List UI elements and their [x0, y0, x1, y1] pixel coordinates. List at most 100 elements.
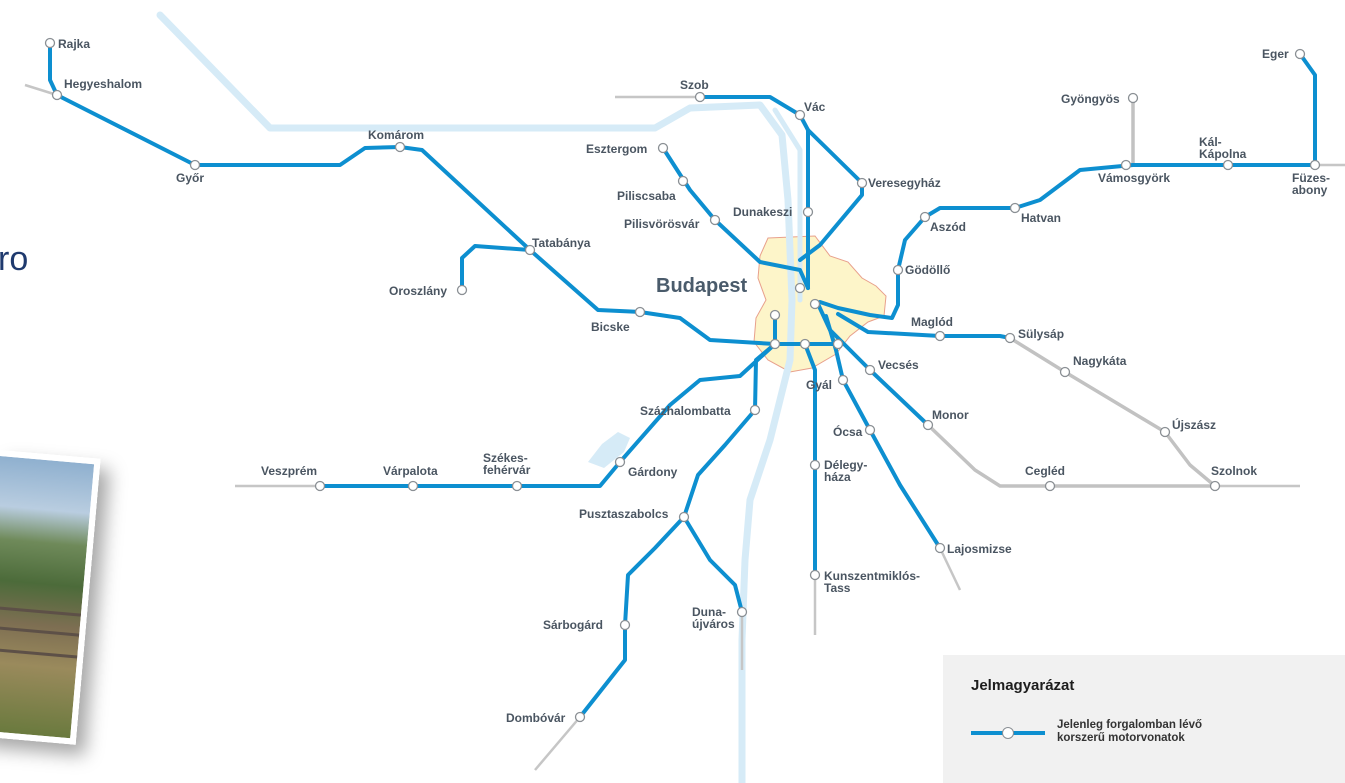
- station-stop-icon: [677, 175, 689, 187]
- station-stop-icon: [1044, 480, 1056, 492]
- station-label-hegyeshalom: Hegyeshalom: [64, 77, 142, 91]
- station-stop-icon: [709, 214, 721, 226]
- station-stop-icon: [456, 284, 468, 296]
- station-label-sarbogard: Sárbogárd: [543, 618, 603, 632]
- station-label-oroszlany: Oroszlány: [389, 284, 447, 298]
- station-stop-icon: [1009, 202, 1021, 214]
- station-label-bicske: Bicske: [591, 320, 630, 334]
- station-stop-icon: [407, 480, 419, 492]
- station-stop-icon: [314, 480, 326, 492]
- station-label-gyongyos: Gyöngyös: [1061, 92, 1120, 106]
- legend-title: Jelmagyarázat: [971, 677, 1075, 694]
- station-stop-icon: [794, 282, 806, 294]
- station-label-monor: Monor: [932, 408, 969, 422]
- station-stops: [44, 37, 1321, 723]
- station-label-tatabanya: Tatabánya: [532, 236, 591, 250]
- station-stop-icon: [934, 330, 946, 342]
- station-label-gyor: Győr: [176, 171, 204, 185]
- station-label-cegled: Cegléd: [1025, 464, 1065, 478]
- station-label-szob: Szob: [680, 78, 709, 92]
- lake-velence: [588, 432, 630, 468]
- station-label-eger: Eger: [1262, 47, 1289, 61]
- station-stop-icon: [1127, 92, 1139, 104]
- station-stop-icon: [1059, 366, 1071, 378]
- station-stop-icon: [44, 37, 56, 49]
- station-label-vecses: Vecsés: [878, 358, 919, 372]
- station-label-piliscsaba: Piliscsaba: [617, 189, 676, 203]
- station-stop-icon: [394, 141, 406, 153]
- city-label-budapest: Budapest: [656, 275, 747, 297]
- station-label-fuzesabony: Füzes-abony: [1292, 171, 1330, 197]
- station-label-vac: Vác: [804, 100, 826, 114]
- station-stop-icon: [1209, 480, 1221, 492]
- station-stop-icon: [922, 419, 934, 431]
- modern-lines: [48, 41, 1317, 719]
- station-stop-icon: [657, 142, 669, 154]
- station-label-lajosmizse: Lajosmizse: [947, 542, 1012, 556]
- station-label-hatvan: Hatvan: [1021, 211, 1061, 225]
- station-label-szolnok: Szolnok: [1211, 464, 1257, 478]
- station-label-pusztaszabolcs: Pusztaszabolcs: [579, 507, 669, 521]
- station-stop-icon: [864, 364, 876, 376]
- station-stop-icon: [736, 606, 748, 618]
- station-stop-icon: [856, 177, 868, 189]
- station-stop-icon: [524, 244, 536, 256]
- station-label-veszprem: Veszprém: [261, 464, 317, 478]
- river-danube: [156, 11, 803, 783]
- legend-item-text: Jelenleg forgalomban lévő korszerű motor…: [1057, 719, 1203, 744]
- legend-item-modern-trains: Jelenleg forgalomban lévő korszerű motor…: [971, 717, 1331, 757]
- station-stop-icon: [809, 298, 821, 310]
- station-stop-icon: [864, 424, 876, 436]
- station-label-dunaujvaros: Duna-újváros: [692, 605, 735, 631]
- station-stop-icon: [511, 480, 523, 492]
- station-label-aszod: Aszód: [930, 220, 966, 234]
- station-label-rajka: Rajka: [58, 37, 90, 51]
- station-label-gyal: Gyál: [806, 378, 832, 392]
- station-stop-icon: [892, 264, 904, 276]
- station-label-szekesfehervar: Székes-fehérvár: [483, 451, 531, 477]
- station-label-szazhalombatta: Százhalombatta: [640, 404, 731, 418]
- station-stop-icon: [799, 338, 811, 350]
- station-label-ujszasz: Újszász: [1172, 417, 1216, 432]
- station-stop-icon: [769, 338, 781, 350]
- station-stop-icon: [1120, 159, 1132, 171]
- station-stop-icon: [619, 619, 631, 631]
- station-stop-icon: [189, 159, 201, 171]
- station-stop-icon: [1222, 159, 1234, 171]
- station-stop-icon: [694, 91, 706, 103]
- station-stop-icon: [934, 542, 946, 554]
- legend-panel: Jelmagyarázat Jelenleg forgalomban lévő …: [943, 655, 1345, 783]
- station-label-godollo: Gödöllő: [905, 263, 950, 277]
- station-stop-icon: [51, 89, 63, 101]
- station-stop-icon: [1004, 332, 1016, 344]
- station-label-maglod: Maglód: [911, 315, 953, 329]
- station-label-dombovar: Dombóvár: [506, 711, 566, 725]
- station-label-komarom: Komárom: [368, 128, 424, 142]
- partial-heading-text: ro: [0, 240, 29, 278]
- station-label-kunszentmiklos: Kunszentmiklós-Tass: [824, 569, 920, 595]
- station-stop-icon: [749, 404, 761, 416]
- station-label-vamosgyork: Vámosgyörk: [1098, 171, 1170, 185]
- station-label-sulysap: Sülysáp: [1018, 327, 1064, 341]
- station-stop-icon: [1294, 48, 1306, 60]
- station-label-dunakeszi: Dunakeszi: [733, 205, 792, 219]
- station-stop-icon: [809, 459, 821, 471]
- station-label-delegyhaza: Délegy-háza: [824, 458, 867, 484]
- station-label-esztergom: Esztergom: [586, 142, 647, 156]
- station-stop-icon: [769, 309, 781, 321]
- station-stop-icon: [809, 569, 821, 581]
- station-stop-icon: [837, 374, 849, 386]
- station-labels: Rajka Hegyeshalom Győr Komárom Tatabánya…: [58, 37, 1330, 725]
- station-label-kal-kapolna: Kál-Kápolna: [1199, 135, 1247, 161]
- station-stop-icon: [678, 511, 690, 523]
- station-label-pilisvorosvar: Pilisvörösvár: [624, 217, 700, 231]
- station-label-varpalota: Várpalota: [383, 464, 438, 478]
- station-stop-icon: [794, 109, 806, 121]
- station-stop-icon: [634, 306, 646, 318]
- station-stop-icon: [919, 211, 931, 223]
- station-label-nagykata: Nagykáta: [1073, 354, 1127, 368]
- station-stop-icon: [1309, 159, 1321, 171]
- station-stop-icon: [832, 338, 844, 350]
- station-stop-icon: [614, 456, 626, 468]
